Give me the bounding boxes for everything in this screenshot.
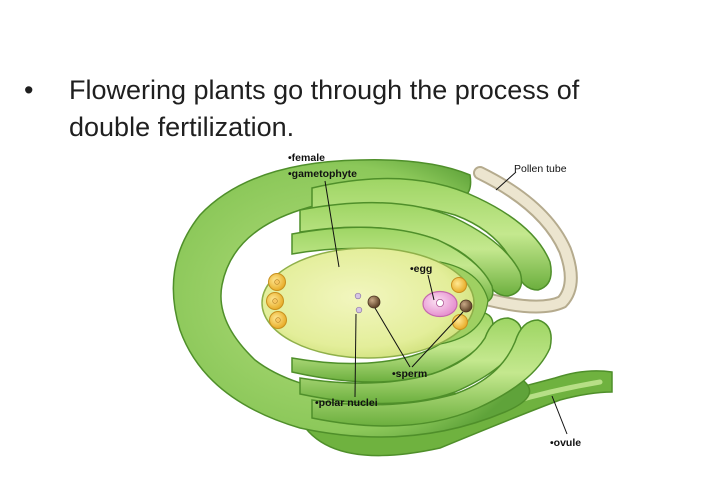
label-polar-nuclei: •polar nuclei <box>315 397 378 409</box>
label-egg: •egg <box>410 263 432 275</box>
slide-bullet: • Flowering plants go through the proces… <box>24 72 664 146</box>
synergid-cells <box>451 277 468 330</box>
bullet-text: Flowering plants go through the process … <box>69 75 580 142</box>
label-gametophyte: •gametophyte <box>288 168 357 180</box>
leader-lines <box>324 171 568 435</box>
label-sperm: •sperm <box>392 368 427 380</box>
polar-nuclei <box>354 292 363 314</box>
label-female: •female <box>288 152 325 164</box>
label-ovule: •ovule <box>550 437 581 449</box>
egg-cell <box>422 290 458 318</box>
bullet-marker: • <box>24 75 34 105</box>
antipodal-cells <box>266 273 287 329</box>
pollen-tube <box>473 166 578 314</box>
sperm-nuclei <box>367 295 473 313</box>
label-pollen-tube: Pollen tube <box>514 163 567 175</box>
